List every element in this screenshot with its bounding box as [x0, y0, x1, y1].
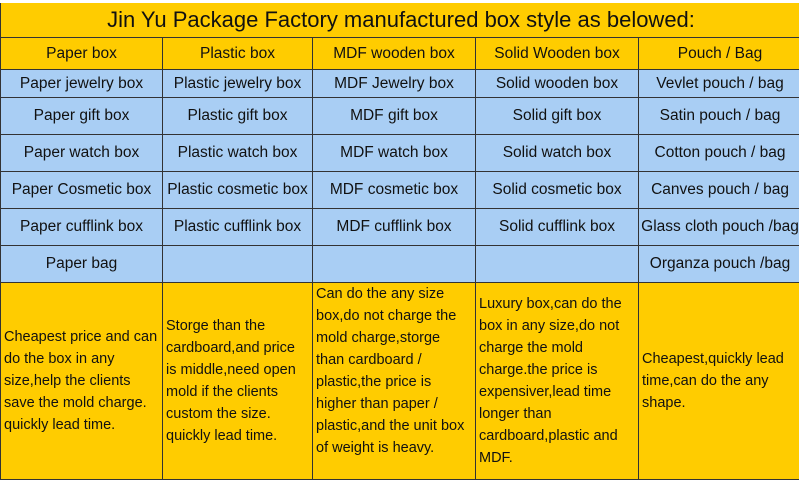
table-cell: MDF cufflink box — [312, 208, 476, 246]
box-style-table: Jin Yu Package Factory manufactured box … — [0, 3, 799, 480]
table-cell: Cotton pouch / bag — [638, 134, 799, 172]
description-row: Cheapest price and can do the box in any… — [0, 282, 799, 480]
table-cell: Solid cufflink box — [475, 208, 639, 246]
table-row: Paper watch box Plastic watch box MDF wa… — [0, 134, 799, 172]
table-cell: MDF Jewelry box — [312, 69, 476, 98]
table-cell: Solid watch box — [475, 134, 639, 172]
table-cell: Organza pouch /bag — [638, 245, 799, 283]
description-paper: Cheapest price and can do the box in any… — [0, 282, 163, 480]
table-cell: Paper cufflink box — [0, 208, 163, 246]
table-row: Paper jewelry box Plastic jewelry box MD… — [0, 69, 799, 98]
title-row: Jin Yu Package Factory manufactured box … — [0, 3, 799, 38]
table-cell: MDF gift box — [312, 97, 476, 135]
table-cell: Plastic cufflink box — [162, 208, 313, 246]
table-cell: Vevlet pouch / bag — [638, 69, 799, 98]
header-plastic: Plastic box — [162, 37, 313, 70]
table-cell: Paper gift box — [0, 97, 163, 135]
table-row: Paper cufflink box Plastic cufflink box … — [0, 208, 799, 246]
table-cell: Solid cosmetic box — [475, 171, 639, 209]
table-title: Jin Yu Package Factory manufactured box … — [0, 3, 799, 38]
table-row: Paper Cosmetic box Plastic cosmetic box … — [0, 171, 799, 209]
table-row: Paper bag Organza pouch /bag — [0, 245, 799, 283]
description-solid-wood: Luxury box,can do the box in any size,do… — [475, 282, 639, 480]
description-pouch: Cheapest,quickly lead time,can do the an… — [638, 282, 799, 480]
table-cell — [312, 245, 476, 283]
description-mdf: Can do the any size box,do not charge th… — [312, 282, 476, 480]
header-pouch: Pouch / Bag — [638, 37, 799, 70]
table-cell: Glass cloth pouch /bag — [638, 208, 799, 246]
table-cell: Canves pouch / bag — [638, 171, 799, 209]
table-cell: Plastic gift box — [162, 97, 313, 135]
table-cell — [162, 245, 313, 283]
table-cell — [475, 245, 639, 283]
table-cell: MDF watch box — [312, 134, 476, 172]
header-mdf: MDF wooden box — [312, 37, 476, 70]
description-plastic: Storge than the cardboard,and price is m… — [162, 282, 313, 480]
table-cell: Plastic jewelry box — [162, 69, 313, 98]
header-paper: Paper box — [0, 37, 163, 70]
table-cell: Plastic watch box — [162, 134, 313, 172]
table-cell: MDF cosmetic box — [312, 171, 476, 209]
table-cell: Solid gift box — [475, 97, 639, 135]
table-cell: Paper bag — [0, 245, 163, 283]
header-solid-wood: Solid Wooden box — [475, 37, 639, 70]
table-cell: Satin pouch / bag — [638, 97, 799, 135]
table-cell: Paper watch box — [0, 134, 163, 172]
table-cell: Solid wooden box — [475, 69, 639, 98]
table-cell: Paper jewelry box — [0, 69, 163, 98]
table-cell: Plastic cosmetic box — [162, 171, 313, 209]
table-cell: Paper Cosmetic box — [0, 171, 163, 209]
header-row: Paper box Plastic box MDF wooden box Sol… — [0, 37, 799, 70]
table-row: Paper gift box Plastic gift box MDF gift… — [0, 97, 799, 135]
